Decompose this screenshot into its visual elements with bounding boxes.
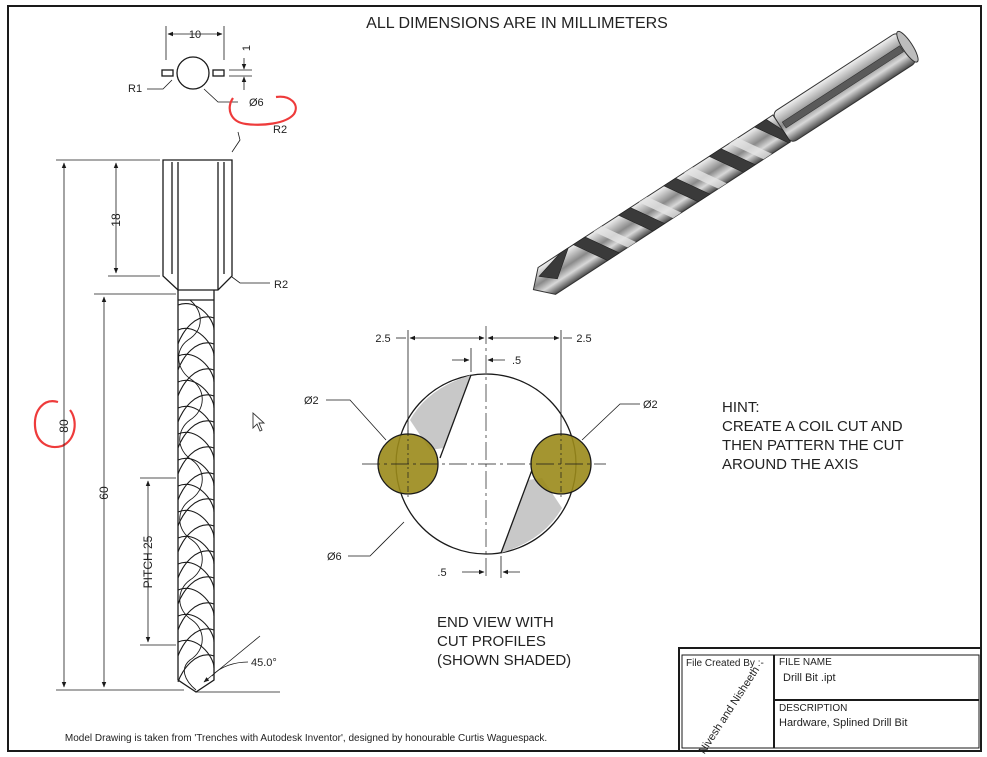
circle-right-label: Ø2 xyxy=(643,399,658,411)
dim-flute-length: 60 xyxy=(97,486,111,500)
diameter-top-label: Ø6 xyxy=(249,97,264,109)
footer-credit: Model Drawing is taken from 'Trenches wi… xyxy=(65,733,547,744)
circle-left-label: Ø2 xyxy=(304,395,319,407)
dim-shank-length: 18 xyxy=(109,213,123,227)
created-by-label: File Created By :- xyxy=(686,658,764,669)
dim-offset-right: 2.5 xyxy=(576,333,591,345)
radius-key-label: R1 xyxy=(128,83,142,95)
file-name-value: Drill Bit .ipt xyxy=(783,672,836,684)
red-annotation-left xyxy=(33,400,76,449)
dim-pitch: PITCH 25 xyxy=(141,535,155,588)
tip-angle-label: 45.0° xyxy=(251,657,277,669)
shank-top-view xyxy=(147,26,252,103)
sheet-title: ALL DIMENSIONS ARE IN MILLIMETERS xyxy=(366,15,668,32)
radius-top-label: R2 xyxy=(273,124,287,136)
fillet-radius-label: R2 xyxy=(274,279,288,291)
end-view-dimensions xyxy=(326,330,640,578)
hint-note: HINT: CREATE A COIL CUT AND THEN PATTERN… xyxy=(722,399,904,473)
created-by-name: Nivesh and Nisheeth xyxy=(697,665,762,757)
drill-isometric-view xyxy=(532,30,919,295)
side-view-dimensions xyxy=(56,131,280,693)
dim-overall-length: 80 xyxy=(57,419,71,433)
dim-gap-top: .5 xyxy=(512,355,521,367)
end-view-caption: END VIEW WITH CUT PROFILES (SHOWN SHADED… xyxy=(437,614,572,669)
mouse-cursor-icon xyxy=(252,411,266,432)
end-view xyxy=(362,326,606,580)
description-value: Hardware, Splined Drill Bit xyxy=(779,717,908,729)
title-block xyxy=(678,647,982,752)
drill-flutes xyxy=(177,299,215,691)
dim-width-label: 10 xyxy=(189,29,201,41)
dim-offset-left: 2.5 xyxy=(375,333,390,345)
red-annotation-top xyxy=(228,95,297,126)
dim-gap-bottom: .5 xyxy=(437,567,446,579)
description-label: DESCRIPTION xyxy=(779,703,848,714)
drill-side-view xyxy=(162,159,233,693)
outer-diameter-label: Ø6 xyxy=(327,551,342,563)
file-name-label: FILE NAME xyxy=(779,657,832,668)
dim-key-label: 1 xyxy=(241,45,253,51)
sheet-border xyxy=(7,5,982,752)
